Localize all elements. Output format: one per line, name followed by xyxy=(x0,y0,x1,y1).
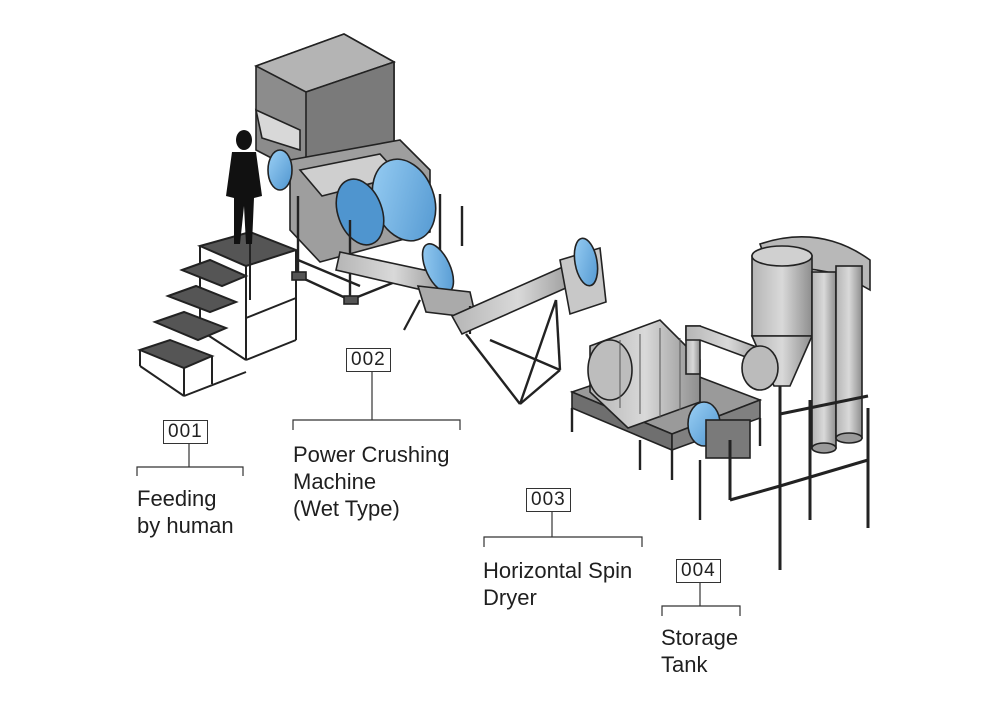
callout-label-line: Tank xyxy=(661,652,708,677)
callout-label-line: Storage xyxy=(661,625,739,650)
callout-number-003: 003 xyxy=(526,488,571,512)
storage-tank xyxy=(728,236,871,570)
callout-leaders xyxy=(136,371,741,616)
callout-number-002: 002 xyxy=(346,348,391,372)
callout-label-dryer: Horizontal Spin Dryer xyxy=(483,557,632,611)
callout-label-crusher: Power Crushing Machine (Wet Type) xyxy=(293,441,450,522)
callout-label-line: by human xyxy=(137,513,234,538)
callout-label-line: (Wet Type) xyxy=(293,496,400,521)
feeding-platform xyxy=(137,230,299,397)
callout-number-001: 001 xyxy=(163,420,208,444)
crusher-machine xyxy=(254,33,464,305)
callout-label-tank: Storage Tank xyxy=(661,624,738,678)
person-silhouette xyxy=(226,130,262,244)
screw-conveyor-2 xyxy=(450,237,607,405)
callout-label-line: Dryer xyxy=(483,585,537,610)
callout-label-line: Power Crushing xyxy=(293,442,450,467)
callout-label-feeding: Feeding by human xyxy=(137,485,234,539)
horizontal-spin-dryer xyxy=(569,319,763,520)
callout-label-line: Feeding xyxy=(137,486,217,511)
screw-conveyor-1 xyxy=(335,243,478,334)
callout-number-004: 004 xyxy=(676,559,721,583)
callout-label-line: Machine xyxy=(293,469,377,494)
callout-label-line: Horizontal Spin xyxy=(483,558,633,583)
